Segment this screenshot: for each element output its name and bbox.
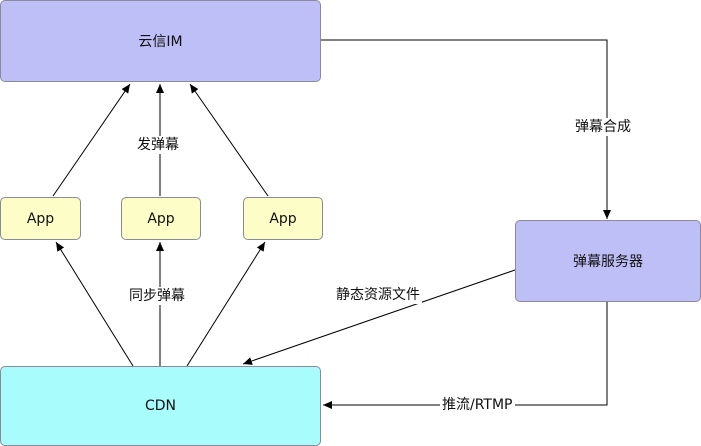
node-danmu-server: 弹幕服务器	[515, 220, 701, 302]
edge-label-static-files: 静态资源文件	[334, 286, 422, 304]
edge-danmu-server-to-cdn-static	[242, 269, 516, 365]
node-app-left-label: App	[26, 210, 55, 227]
edge-cdn-to-app-right	[186, 241, 266, 367]
node-app-mid: App	[121, 197, 201, 240]
node-yunxin-im: 云信IM	[0, 0, 321, 82]
node-app-right: App	[243, 197, 323, 240]
edge-app-left-to-im	[52, 83, 131, 197]
edge-cdn-to-app-left	[55, 241, 134, 367]
edge-im-to-danmu-server	[321, 39, 611, 219]
edge-danmu-server-to-cdn-rtmp	[323, 302, 608, 409]
node-danmu-server-label: 弹幕服务器	[573, 254, 643, 270]
node-app-mid-label: App	[147, 210, 175, 227]
edge-label-push-rtmp: 推流/RTMP	[440, 396, 515, 414]
node-cdn-label: CDN	[144, 398, 177, 414]
edge-label-danmu-compose: 弹幕合成	[573, 118, 633, 136]
edge-label-send-danmu: 发弹幕	[135, 136, 181, 154]
edge-app-right-to-im	[189, 83, 269, 197]
node-app-left: App	[0, 197, 81, 240]
node-app-right-label: App	[269, 210, 297, 227]
node-yunxin-im-label: 云信IM	[138, 34, 183, 50]
edge-label-sync-danmu: 同步弹幕	[127, 287, 187, 305]
node-cdn: CDN	[0, 366, 321, 446]
